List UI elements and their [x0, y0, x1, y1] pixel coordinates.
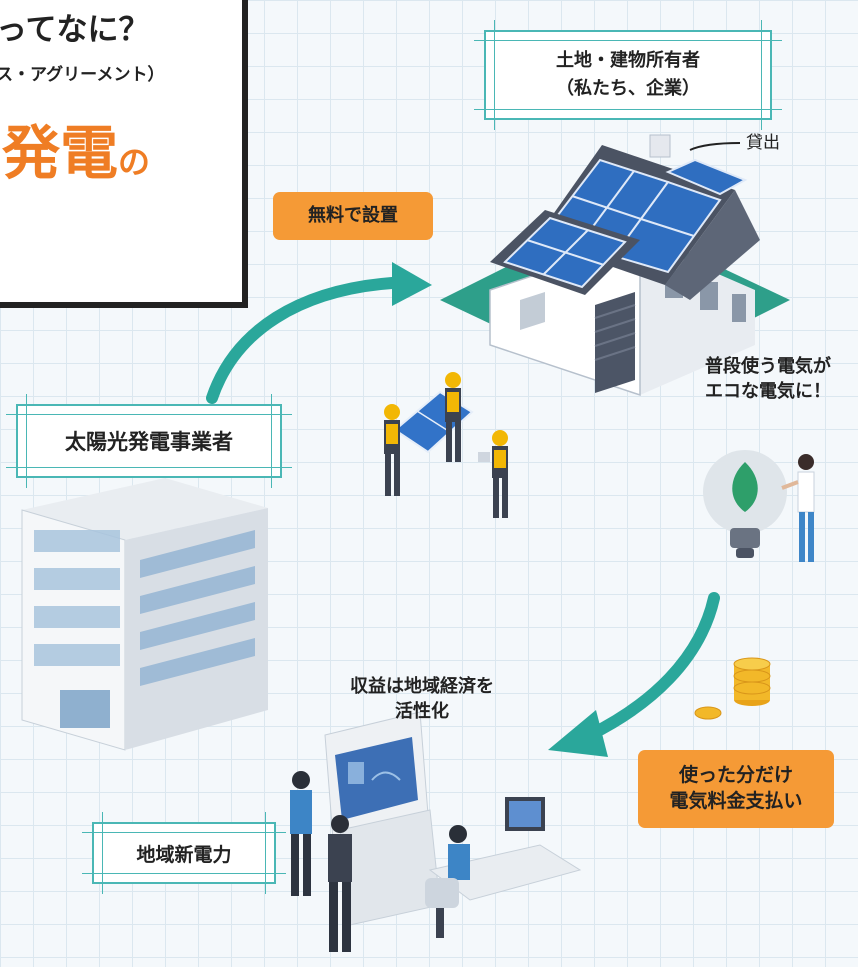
headline-emphasis-particle: の — [118, 143, 151, 181]
local-power-company-box: 地域新電力 — [82, 812, 286, 894]
installer-workers-illustration — [384, 372, 508, 518]
owner-box: 土地・建物所有者 （私たち、企業） — [474, 20, 782, 130]
control-room-illustration — [290, 711, 582, 952]
headline-emphasis: 発電の — [2, 106, 150, 190]
revenue-text-line2: 活性化 — [395, 701, 449, 723]
arrow-install — [206, 262, 432, 404]
headline-title: ってなに？ — [0, 12, 150, 48]
eco-text-line1: 普段使う電気が — [705, 356, 831, 377]
headline-emphasis-main: 発電 — [2, 119, 119, 187]
revenue-text-line1: 収益は地域経済を — [350, 676, 494, 697]
solar-provider-box: 太陽光発電事業者 — [6, 394, 292, 488]
arrow-payment — [548, 592, 720, 757]
coins-illustration — [694, 657, 771, 720]
payment-line2: 電気料金支払い — [669, 790, 803, 812]
payment-line1: 使った分だけ — [678, 764, 793, 787]
payment-badge: 使った分だけ 電気料金支払い — [638, 750, 834, 828]
lend-label: 貸出 — [746, 133, 780, 153]
owner-box-title: 土地・建物所有者 — [556, 50, 700, 72]
eco-text-line2: エコな電気に！ — [705, 381, 831, 403]
eco-electricity-text: 普段使う電気が エコな電気に！ — [678, 354, 858, 404]
free-install-badge: 無料で設置 — [273, 192, 433, 240]
local-power-label: 地域新電力 — [136, 843, 232, 866]
eco-lightbulb-illustration — [703, 450, 815, 562]
office-building-illustration — [21, 478, 268, 751]
solar-provider-label: 太陽光発電事業者 — [65, 430, 233, 454]
revenue-text: 収益は地域経済を 活性化 — [322, 674, 522, 724]
house-illustration — [440, 134, 790, 397]
owner-box-subtitle: （私たち、企業） — [556, 78, 700, 99]
headline-subtitle: ス・アグリーメント） — [0, 65, 165, 85]
headline-panel: ってなに？ ス・アグリーメント） 発電の — [0, 0, 244, 304]
